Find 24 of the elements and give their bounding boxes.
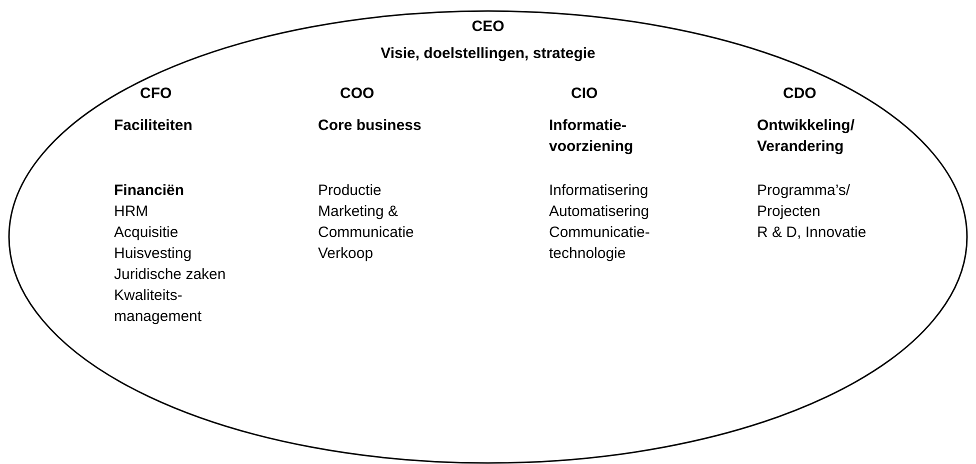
task-item: Productie: [318, 181, 382, 201]
task-item: Informatisering: [549, 181, 650, 201]
task-item: Communicatie- technologie: [549, 223, 651, 264]
role-title: COO: [340, 85, 374, 102]
task-item: HRM: [114, 202, 150, 222]
column-heading: Informatie- voorziening: [549, 116, 634, 157]
role-title: CFO: [140, 85, 172, 102]
task-item: R & D, Innovatie: [757, 223, 868, 243]
role-title: CIO: [571, 85, 598, 102]
task-item: Programma’s/ Projecten: [757, 181, 852, 222]
column-heading: Faciliteiten: [114, 116, 194, 136]
task-item: Acquisitie: [114, 223, 180, 243]
column-heading: Ontwikkeling/ Verandering: [757, 116, 856, 157]
task-item: Marketing & Communicatie: [318, 202, 415, 243]
role-description: Visie, doelstellingen, strategie: [380, 45, 596, 62]
task-item: Kwaliteits- management: [114, 286, 203, 327]
task-item: Financiën: [114, 181, 186, 201]
task-item: Huisvesting: [114, 244, 193, 264]
task-item: Juridische zaken: [114, 265, 227, 285]
column-heading: Core business: [318, 116, 422, 136]
role-title: CEO: [472, 18, 504, 35]
role-title: CDO: [783, 85, 816, 102]
task-item: Verkoop: [318, 244, 374, 264]
task-item: Automatisering: [549, 202, 650, 222]
